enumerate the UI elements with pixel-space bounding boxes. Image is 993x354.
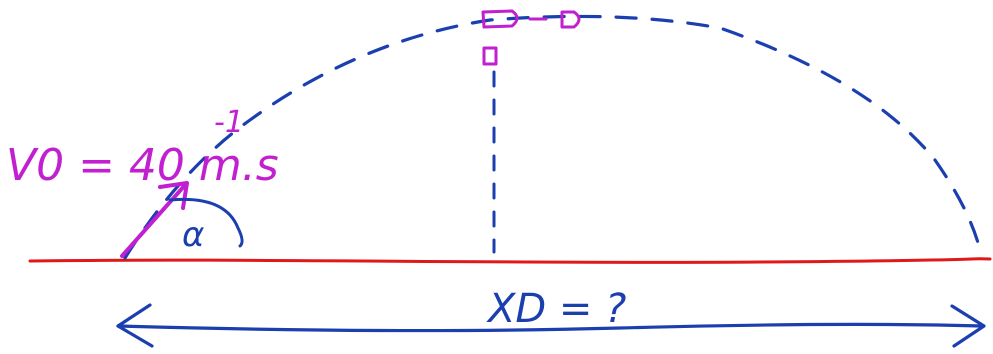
angle-label: α xyxy=(182,215,204,255)
initial-velocity-label: V0 = 40 m.s xyxy=(6,140,279,191)
angle-arc xyxy=(168,197,244,248)
launch-arrow-icon xyxy=(120,181,189,258)
range-label: XD = ? xyxy=(486,286,626,332)
range-double-arrow-icon xyxy=(116,303,986,348)
velocity-exponent-label: -1 xyxy=(214,105,244,140)
ground-line xyxy=(28,257,992,264)
trajectory-curve xyxy=(123,14,982,260)
apex-marker xyxy=(481,9,581,66)
